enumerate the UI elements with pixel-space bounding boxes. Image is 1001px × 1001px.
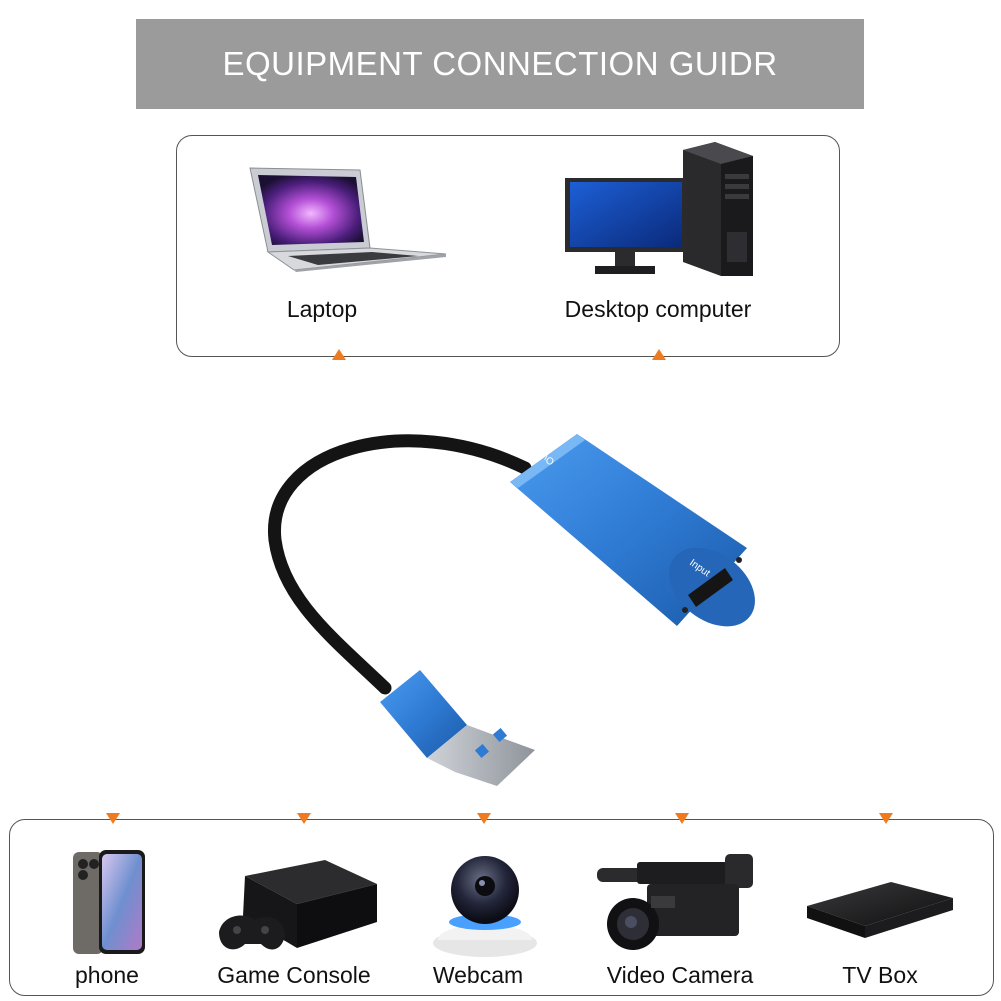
arrow-up-icon [652,349,666,360]
game-console-icon [219,860,377,950]
arrow-up-icon [332,349,346,360]
device-label-tv-box: TV Box [842,962,918,988]
arrow-down-icon [675,813,689,824]
laptop-icon [249,167,447,272]
video-camera-icon [597,854,753,950]
capture-adapter: Output Input [268,434,755,786]
title-banner: EQUIPMENT CONNECTION GUIDR [136,19,864,109]
arrow-down-icon [297,813,311,824]
device-label-webcam: Webcam [432,962,524,988]
device-label-laptop: Laptop [286,296,358,322]
device-label-phone: phone [75,962,139,988]
webcam-icon [433,856,537,957]
tv-box-icon [807,882,953,938]
phone-icon [73,850,145,954]
arrow-down-icon [477,813,491,824]
page-title: EQUIPMENT CONNECTION GUIDR [222,45,778,82]
device-label-game-console: Game Console [217,962,371,988]
arrow-down-icon [106,813,120,824]
device-label-video-camera: Video Camera [606,962,754,988]
desktop-computer-icon [565,142,753,276]
device-label-desktop: Desktop computer [564,296,752,322]
arrow-down-icon [879,813,893,824]
